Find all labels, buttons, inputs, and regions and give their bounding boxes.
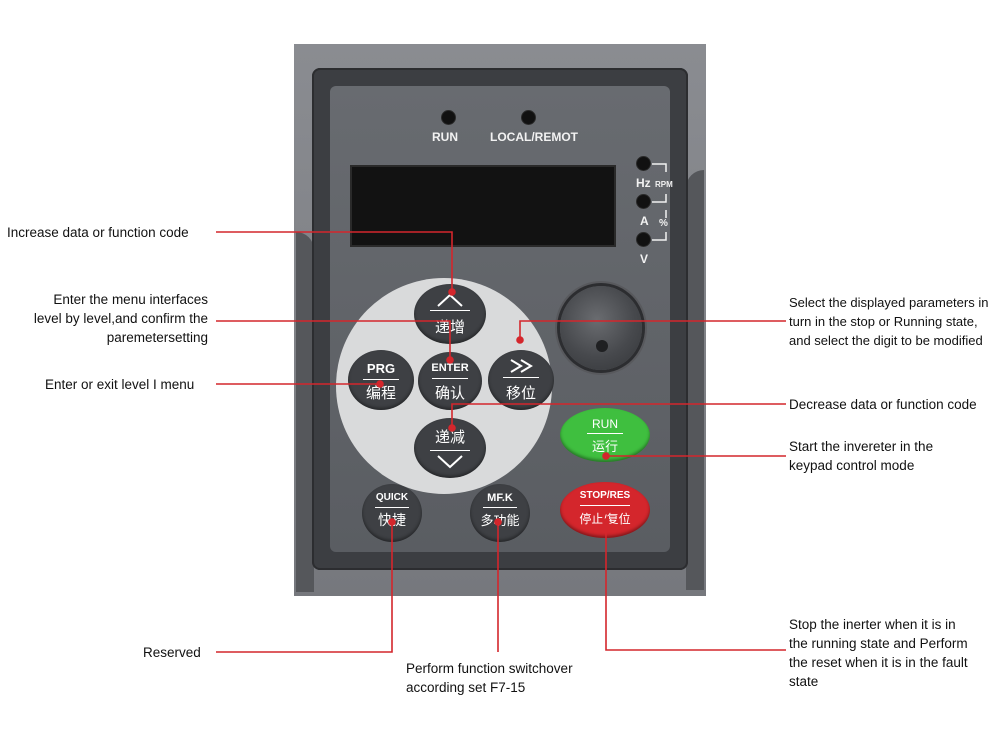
unit-hz-label: Hz (636, 176, 651, 190)
leader-shift-dot (516, 336, 524, 344)
leader-increase (216, 231, 453, 292)
annotation-enter-line3: paremetersetting (106, 330, 208, 345)
leader-enter (216, 320, 451, 360)
annotation-stop-line1: Stop the inerter when it is in (789, 617, 956, 632)
unit-a-label: A (640, 214, 649, 228)
annotation-mfk-line1: Perform function switchover (406, 661, 573, 676)
annotation-stop: Stop the inerter when it is in the runni… (789, 615, 968, 691)
annotation-enter-line1: Enter the menu interfaces (53, 292, 208, 307)
down-button[interactable]: 递减 (414, 418, 486, 478)
annotation-shift-line3: and select the digit to be modified (789, 333, 983, 348)
annotation-prg: Enter or exit level I menu (45, 377, 195, 392)
leader-enter-dot (446, 356, 454, 364)
shift-button-label: 移位 (505, 385, 536, 402)
annotation-decrease: Decrease data or function code (789, 397, 977, 412)
annotation-shift-line2: turn in the stop or Running state, (789, 314, 978, 329)
annotation-stop-line4: state (789, 674, 819, 689)
led-display (350, 165, 616, 247)
annotation-reserved: Reserved (143, 645, 201, 660)
v-led (637, 233, 650, 246)
annotation-mfk-line2: according set F7-15 (406, 680, 526, 695)
down-button-divider (429, 450, 471, 451)
housing-groove-right (686, 170, 704, 590)
leader-stop (605, 522, 786, 651)
annotation-run: Start the invereter in the keypad contro… (789, 437, 933, 475)
prg-button-divider (362, 379, 400, 380)
leader-quick (216, 522, 393, 653)
enter-button-divider (432, 378, 468, 379)
run-button-divider (587, 433, 623, 434)
mfk-button-en-label: MF.K (487, 492, 513, 504)
annotation-stop-line2: the running state and Perform (789, 636, 968, 651)
local-remote-led-label: LOCAL/REMOT (490, 130, 578, 144)
down-button-label: 递减 (434, 429, 465, 446)
quick-button-divider (375, 507, 409, 508)
annotation-mfk: Perform function switchover according se… (406, 659, 573, 697)
annotation-run-line1: Start the invereter in the (789, 439, 934, 454)
shift-button[interactable]: 移位 (488, 350, 554, 410)
leader-quick-dot (388, 518, 396, 526)
knob-indicator-dot (596, 340, 608, 352)
quick-button-en-label: QUICK (375, 492, 409, 503)
leader-prg-dot (376, 380, 384, 388)
prg-button-en-label: PRG (366, 361, 396, 376)
leader-decrease-dot (448, 424, 456, 432)
local-remote-led (522, 111, 535, 124)
housing-groove-left (296, 232, 314, 592)
potentiometer-knob[interactable] (560, 286, 642, 370)
annotation-shift-line1: Select the displayed parameters in (789, 295, 989, 310)
enter-button-cn-label: 确认 (434, 385, 465, 402)
annotation-run-line2: keypad control mode (789, 458, 915, 473)
chevron-down-icon (437, 455, 463, 469)
annotation-stop-line3: the reset when it is in the fault (789, 655, 968, 670)
enter-button-en-label: ENTER (431, 362, 469, 374)
stop-button-divider (579, 505, 631, 506)
leader-shift (519, 320, 786, 340)
run-button-cn-label: 运行 (591, 439, 618, 454)
a-led (637, 195, 650, 208)
stop-reset-button[interactable]: STOP/RES 停止/复位 (560, 482, 650, 538)
stop-button-en-label: STOP/RES (579, 490, 631, 501)
unit-pct-label: % (659, 218, 668, 229)
run-led-label: RUN (432, 130, 458, 144)
leader-run-dot (602, 452, 610, 460)
double-chevron-right-icon (510, 359, 533, 373)
run-button-en-label: RUN (592, 417, 618, 431)
hz-led (637, 157, 650, 170)
leader-decrease (451, 403, 786, 428)
shift-button-divider (502, 377, 540, 378)
annotation-shift: Select the displayed parameters in turn … (789, 293, 988, 350)
unit-bracket-lines (652, 163, 667, 241)
annotation-increase: Increase data or function code (7, 225, 189, 240)
unit-v-label: V (640, 252, 649, 266)
mfk-button-divider (483, 507, 517, 508)
leader-stop-dot (602, 518, 610, 526)
unit-rpm-label: RPM (655, 180, 673, 189)
annotation-enter-line2: level by level,and confirm the (33, 311, 208, 326)
leader-mfk-dot (494, 518, 502, 526)
annotation-enter: Enter the menu interfaces level by level… (34, 290, 208, 347)
prg-button-cn-label: 编程 (365, 385, 396, 402)
up-button-divider (429, 310, 471, 311)
prg-button[interactable]: PRG 编程 (348, 350, 414, 410)
leader-increase-dot (448, 288, 456, 296)
run-led (442, 111, 455, 124)
